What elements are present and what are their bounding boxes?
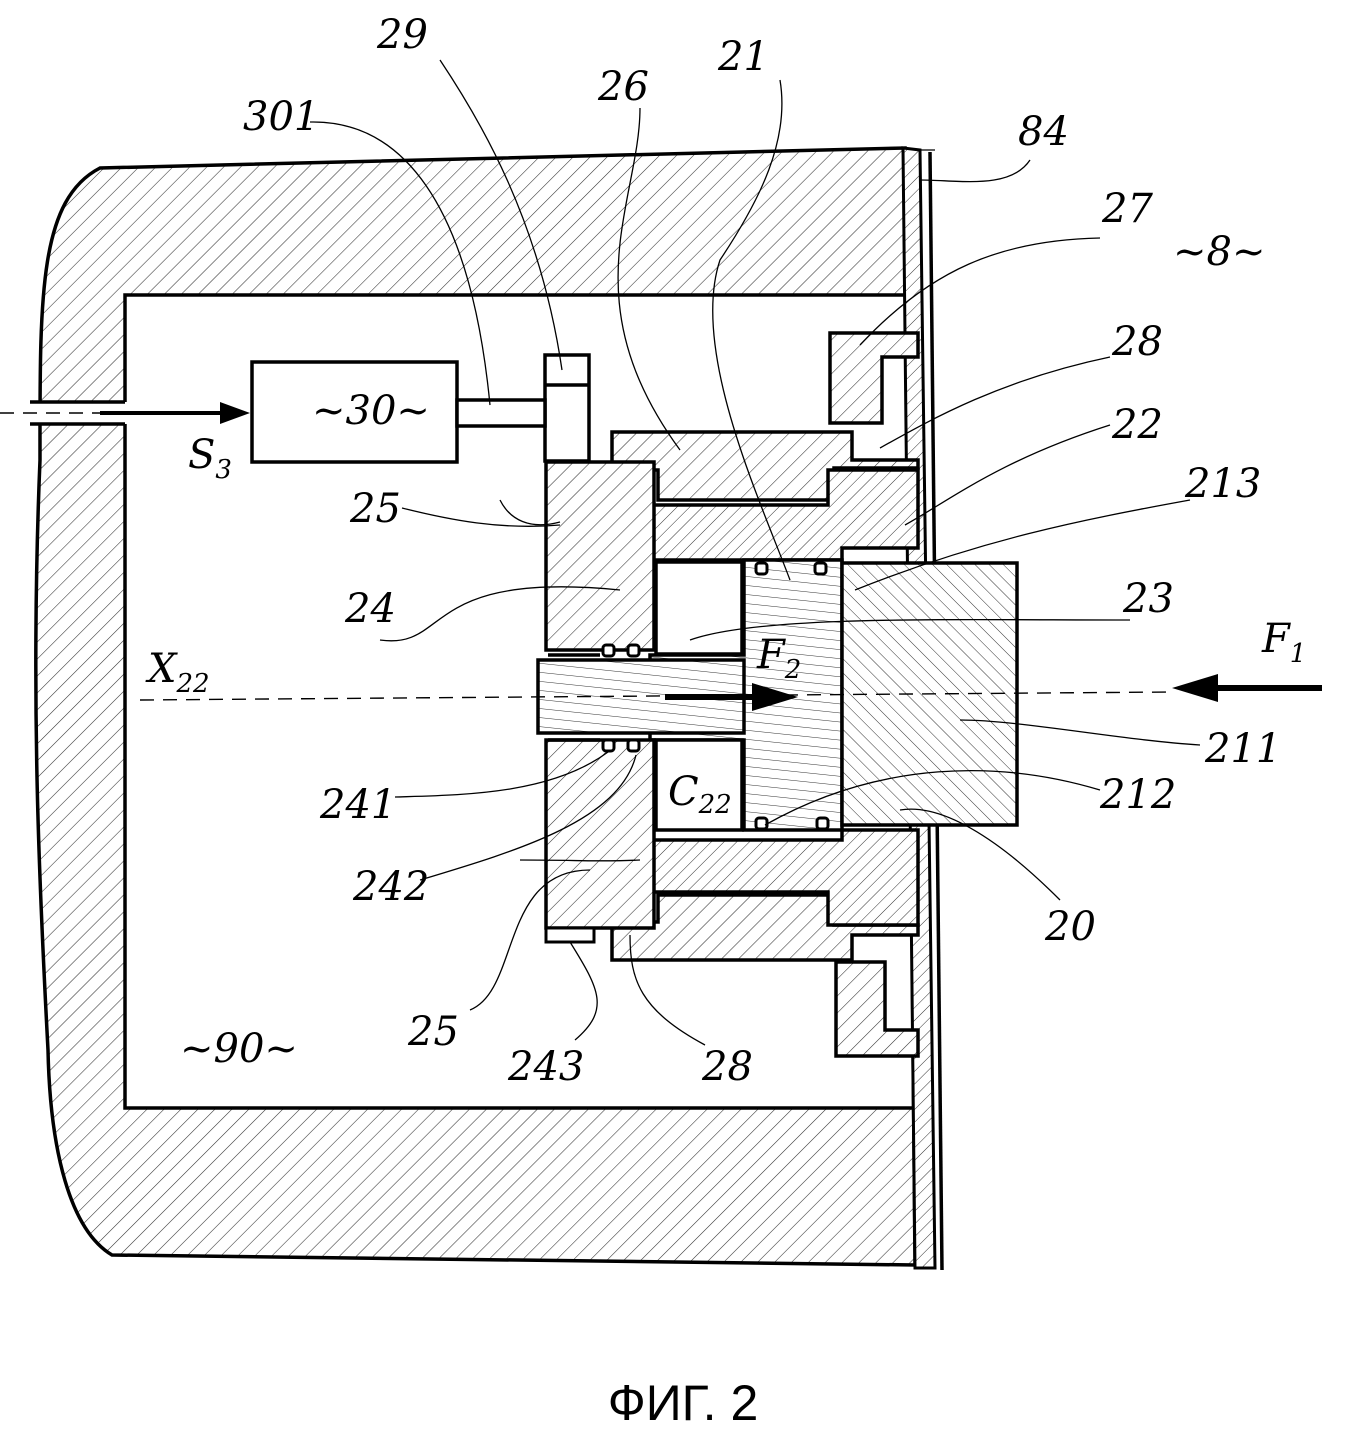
- label-301: 301: [243, 94, 319, 140]
- plug-24-bottom: [544, 738, 656, 930]
- connector-29: [543, 353, 591, 463]
- plug-24-top: [544, 460, 656, 652]
- label-241: 241: [319, 782, 396, 828]
- label-f1: F1: [1261, 616, 1306, 669]
- link-301: [455, 398, 547, 428]
- label-25-bottom: 25: [407, 1009, 459, 1055]
- label-213: 213: [1184, 461, 1261, 507]
- s3-arrow-icon: [220, 402, 250, 424]
- label-30: ~30~: [312, 388, 430, 434]
- flange-27-top: [828, 331, 920, 425]
- reference-labels: 29 21 26 301 84 27 ~8~ 28 22 213 ~30~ S3…: [145, 12, 1306, 1090]
- f2-arrow-icon: [752, 683, 798, 711]
- chamber-c22-top: [654, 560, 744, 656]
- label-8: ~8~: [1173, 229, 1265, 275]
- label-x22: X22: [145, 646, 210, 699]
- label-84: 84: [1018, 109, 1069, 155]
- actuator-30: [250, 360, 459, 464]
- leader-lines: [309, 59, 1201, 1046]
- label-21: 21: [717, 34, 769, 80]
- body-22-lower: [650, 828, 920, 927]
- lug-243: [544, 926, 596, 944]
- label-f2: F2: [756, 632, 801, 685]
- chamber-c22-bottom: [654, 738, 744, 832]
- label-20: 20: [1044, 904, 1096, 950]
- label-242: 242: [352, 864, 429, 910]
- label-29: 29: [376, 12, 428, 58]
- o-rings: [601, 561, 830, 831]
- label-27: 27: [1101, 186, 1153, 232]
- label-c22: C22: [668, 769, 732, 820]
- axis-x22: [139, 691, 1171, 701]
- label-25-top: 25: [349, 486, 401, 532]
- body-22: [650, 468, 920, 562]
- label-28-bottom: 28: [701, 1044, 753, 1090]
- label-211: 211: [1204, 726, 1281, 772]
- label-26: 26: [597, 64, 649, 110]
- figure-caption: ФИГ. 2: [608, 1375, 759, 1431]
- label-s3: S3: [188, 432, 232, 485]
- flange-27-bottom: [834, 960, 920, 1058]
- label-24: 24: [344, 586, 396, 632]
- rod-23: [536, 658, 746, 735]
- f1-arrow-icon: [1172, 674, 1218, 702]
- label-90: ~90~: [180, 1026, 298, 1072]
- label-212: 212: [1099, 772, 1176, 818]
- label-23: 23: [1122, 576, 1174, 622]
- label-243: 243: [507, 1044, 584, 1090]
- housing-wall: [34, 146, 920, 1267]
- label-28-top: 28: [1111, 319, 1163, 365]
- label-22: 22: [1111, 402, 1163, 448]
